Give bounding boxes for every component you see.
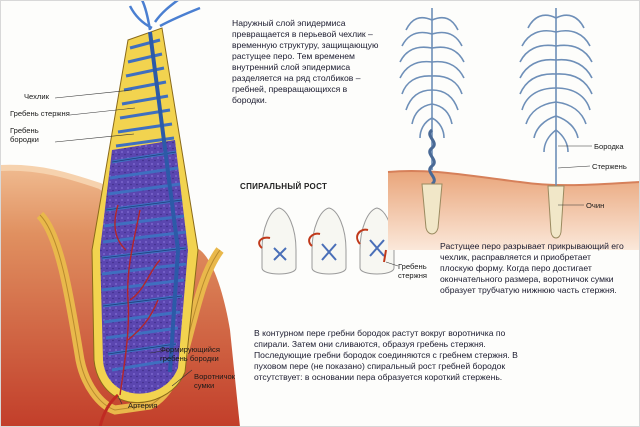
mature-feather [519,8,593,198]
leader-lines-left [54,89,193,405]
epidermis-top [0,164,120,201]
spiral-arrows [258,228,387,263]
spiral-cones [261,207,395,275]
label-artery: Артерия [128,401,158,410]
shaft-ridge [148,31,181,373]
sheath-spiral [428,128,436,186]
label-shaft-ridge: Гребень стержня [10,109,70,118]
label-barb: Бородка [594,142,624,151]
caption-bottom: В контурном пере гребни бородок растут в… [254,328,518,382]
label-barb-ridge: Гребень бородки [10,126,39,144]
label-sheath: Чехлик [24,92,49,101]
label-forming-barb-ridge: Формирующийся гребень бородки [160,345,220,363]
heading-spiral-growth: СПИРАЛЬНЫЙ РОСТ [240,182,328,191]
growing-feather [399,8,465,170]
label-shaft: Стержень [592,162,627,171]
caption-top: Наружный слой эпидермиса превращается в … [232,18,379,105]
label-spiral-shaft-ridge: Гребень стержня [398,262,428,280]
sheath-bulb [421,183,443,235]
label-follicle-collar: Воротничок сумки [194,372,235,390]
artery [98,393,119,427]
spiral-ridges [273,239,385,261]
caption-right: Растущее перо разрывает прикрывающий его… [440,241,624,295]
right-skin [388,170,640,250]
leader-lines-right [557,145,592,206]
label-calamus: Очин [586,201,605,210]
blood-vessels [114,204,161,396]
calamus-shape [547,185,565,239]
feather-tip [128,0,201,31]
